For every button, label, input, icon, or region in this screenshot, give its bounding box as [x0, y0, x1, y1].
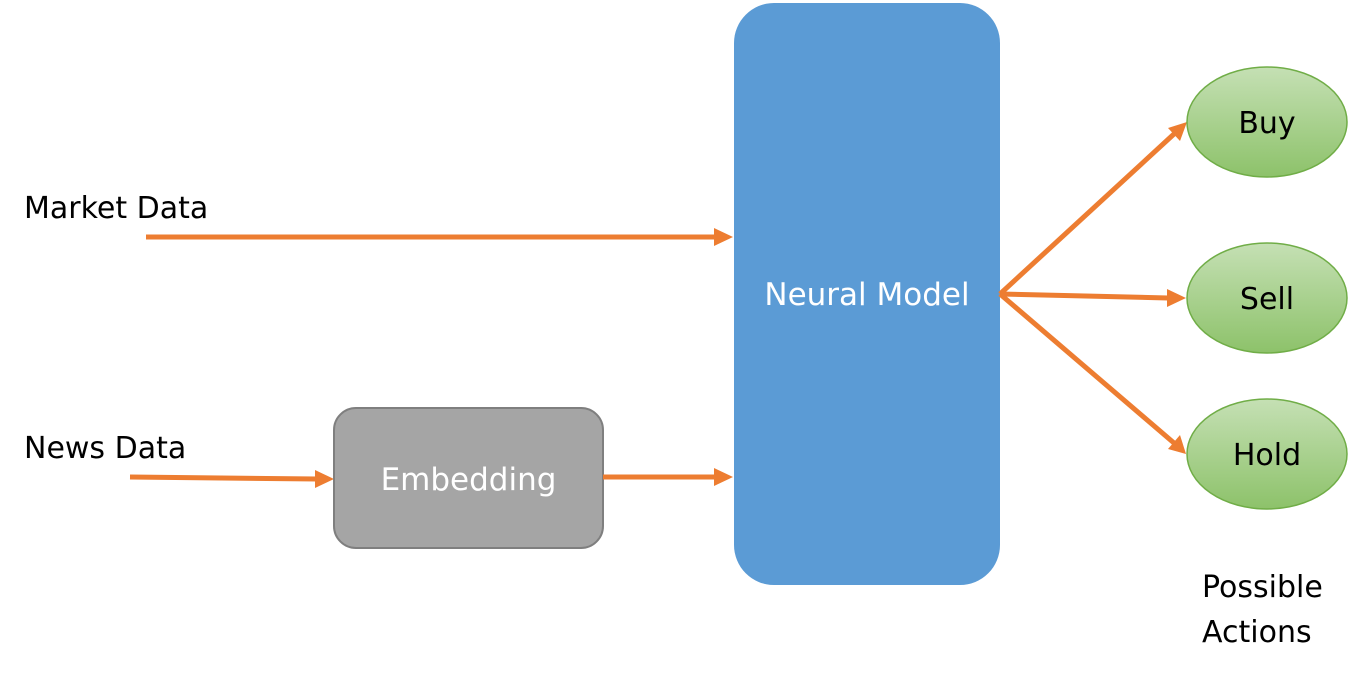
- embedding-node: Embedding: [333, 407, 604, 549]
- sell-action-node: Sell: [1186, 242, 1348, 354]
- neural-model-node: Neural Model: [734, 3, 1000, 585]
- possible-actions-caption-line2: Actions: [1202, 615, 1312, 650]
- neural-model-label: Neural Model: [764, 277, 969, 313]
- market-to-model-arrow: [146, 228, 733, 246]
- model-to-hold-arrow: [998, 292, 1186, 454]
- buy-action-node: Buy: [1186, 66, 1348, 178]
- embedding-label: Embedding: [381, 462, 557, 498]
- buy-label: Buy: [1238, 106, 1295, 141]
- hold-label: Hold: [1233, 438, 1301, 473]
- market-data-label: Market Data: [24, 191, 208, 226]
- possible-actions-caption-line1: Possible: [1202, 570, 1323, 605]
- sell-label: Sell: [1240, 282, 1294, 317]
- news-to-embedding-arrow: [129, 470, 334, 488]
- news-data-label: News Data: [24, 431, 186, 466]
- hold-action-node: Hold: [1186, 398, 1348, 510]
- model-to-buy-arrow: [998, 122, 1187, 296]
- model-to-sell-arrow: [999, 289, 1186, 307]
- embedding-to-model-arrow: [603, 468, 733, 486]
